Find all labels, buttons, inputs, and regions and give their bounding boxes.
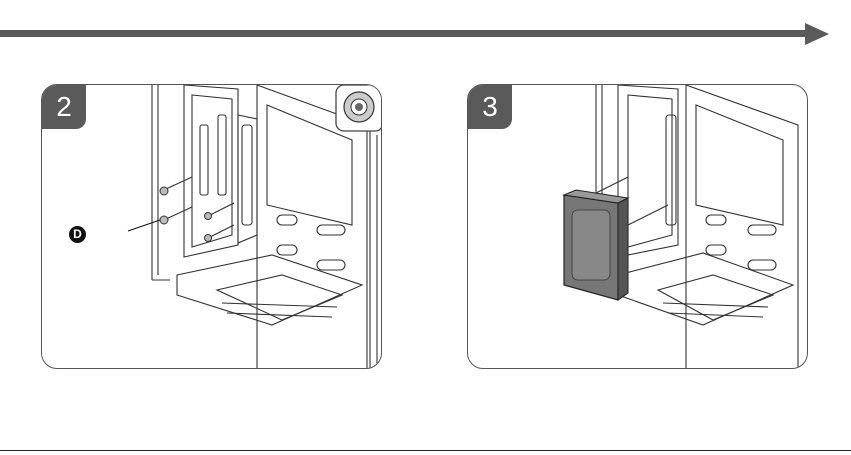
step-3-panel: 3 xyxy=(467,84,808,369)
progress-arrow-head-icon xyxy=(805,23,829,45)
grommet-icon xyxy=(344,92,374,122)
page-bottom-rule xyxy=(0,450,851,451)
case-interior-illustration xyxy=(468,85,808,369)
step-number: 2 xyxy=(42,85,86,129)
hard-drive-icon xyxy=(564,190,628,300)
step-number: 3 xyxy=(468,85,512,129)
callout-d-label: D xyxy=(69,226,86,243)
case-interior-illustration xyxy=(42,85,382,369)
progress-arrow-shaft xyxy=(0,30,805,37)
screw-icon xyxy=(160,187,168,195)
step-2-panel: 2 xyxy=(41,84,382,369)
